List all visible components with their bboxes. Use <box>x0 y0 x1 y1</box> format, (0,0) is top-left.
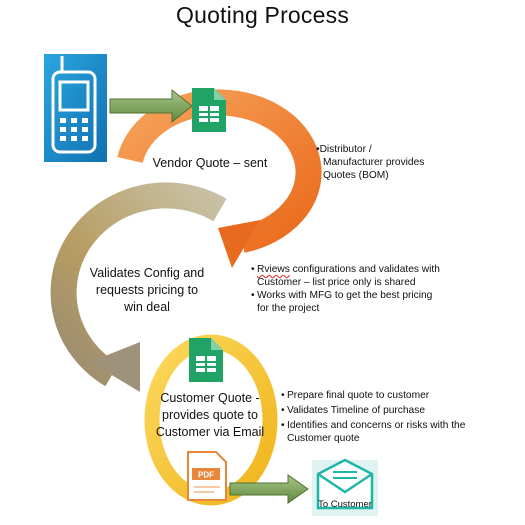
note-line: •Distributor / <box>316 144 372 155</box>
bullet: • <box>281 390 285 401</box>
pdf-label: PDF <box>198 471 214 480</box>
customer-quote-line: Customer via Email <box>155 425 265 439</box>
vendor-quote-label: Vendor Quote – sent <box>152 156 268 170</box>
note-line: Identifies and concerns or risks with th… <box>287 420 466 431</box>
vendor-note: •Distributor / Manufacturer provides Quo… <box>316 143 466 182</box>
note-line: Manufacturer provides <box>323 157 425 168</box>
customer-quote-line: Customer Quote - <box>160 391 260 405</box>
note-text: configurations and validates with <box>289 264 440 275</box>
spreadsheet-icon <box>189 338 223 382</box>
validate-config-line: win deal <box>124 300 170 314</box>
customer-note: • Prepare final quote to customer • Vali… <box>281 389 501 445</box>
note-line: Validates Timeline of purchase <box>287 405 425 416</box>
right-arrow-icon <box>229 474 309 504</box>
diagram-title: Quoting Process <box>175 2 350 28</box>
customer-quote-label: Customer Quote - provides quote to Custo… <box>146 390 274 441</box>
note-word: Rviews <box>257 264 290 275</box>
validate-config-line: Validates Config and <box>89 266 205 280</box>
bullet: • <box>251 264 255 275</box>
note-line: for the project <box>257 303 320 314</box>
right-arrow-icon <box>109 88 193 124</box>
bullet: • <box>281 405 285 416</box>
to-customer-label: To Customer <box>318 499 372 510</box>
note-line: Works with MFG to get the best pricing <box>257 290 433 301</box>
pdf-document-icon: PDF <box>187 451 227 501</box>
validate-config-line: requests pricing to <box>95 283 199 297</box>
note-line: Customer – list price only is shared <box>257 277 416 288</box>
vendor-quote-arc <box>117 89 322 268</box>
spreadsheet-icon <box>192 88 226 132</box>
validate-config-arc <box>50 182 227 392</box>
email-envelope-icon <box>312 458 378 516</box>
mobile-phone-icon <box>44 54 107 162</box>
customer-quote-line: provides quote to <box>162 408 258 422</box>
bullet: • <box>251 290 255 301</box>
note-line: Customer quote <box>287 433 360 444</box>
validate-config-label: Validates Config and requests pricing to… <box>78 265 216 316</box>
bullet: • <box>281 420 285 431</box>
note-line: Prepare final quote to customer <box>287 390 430 401</box>
validate-note: • Rviews configurations and validates wi… <box>251 263 481 315</box>
note-line: Quotes (BOM) <box>323 170 389 181</box>
